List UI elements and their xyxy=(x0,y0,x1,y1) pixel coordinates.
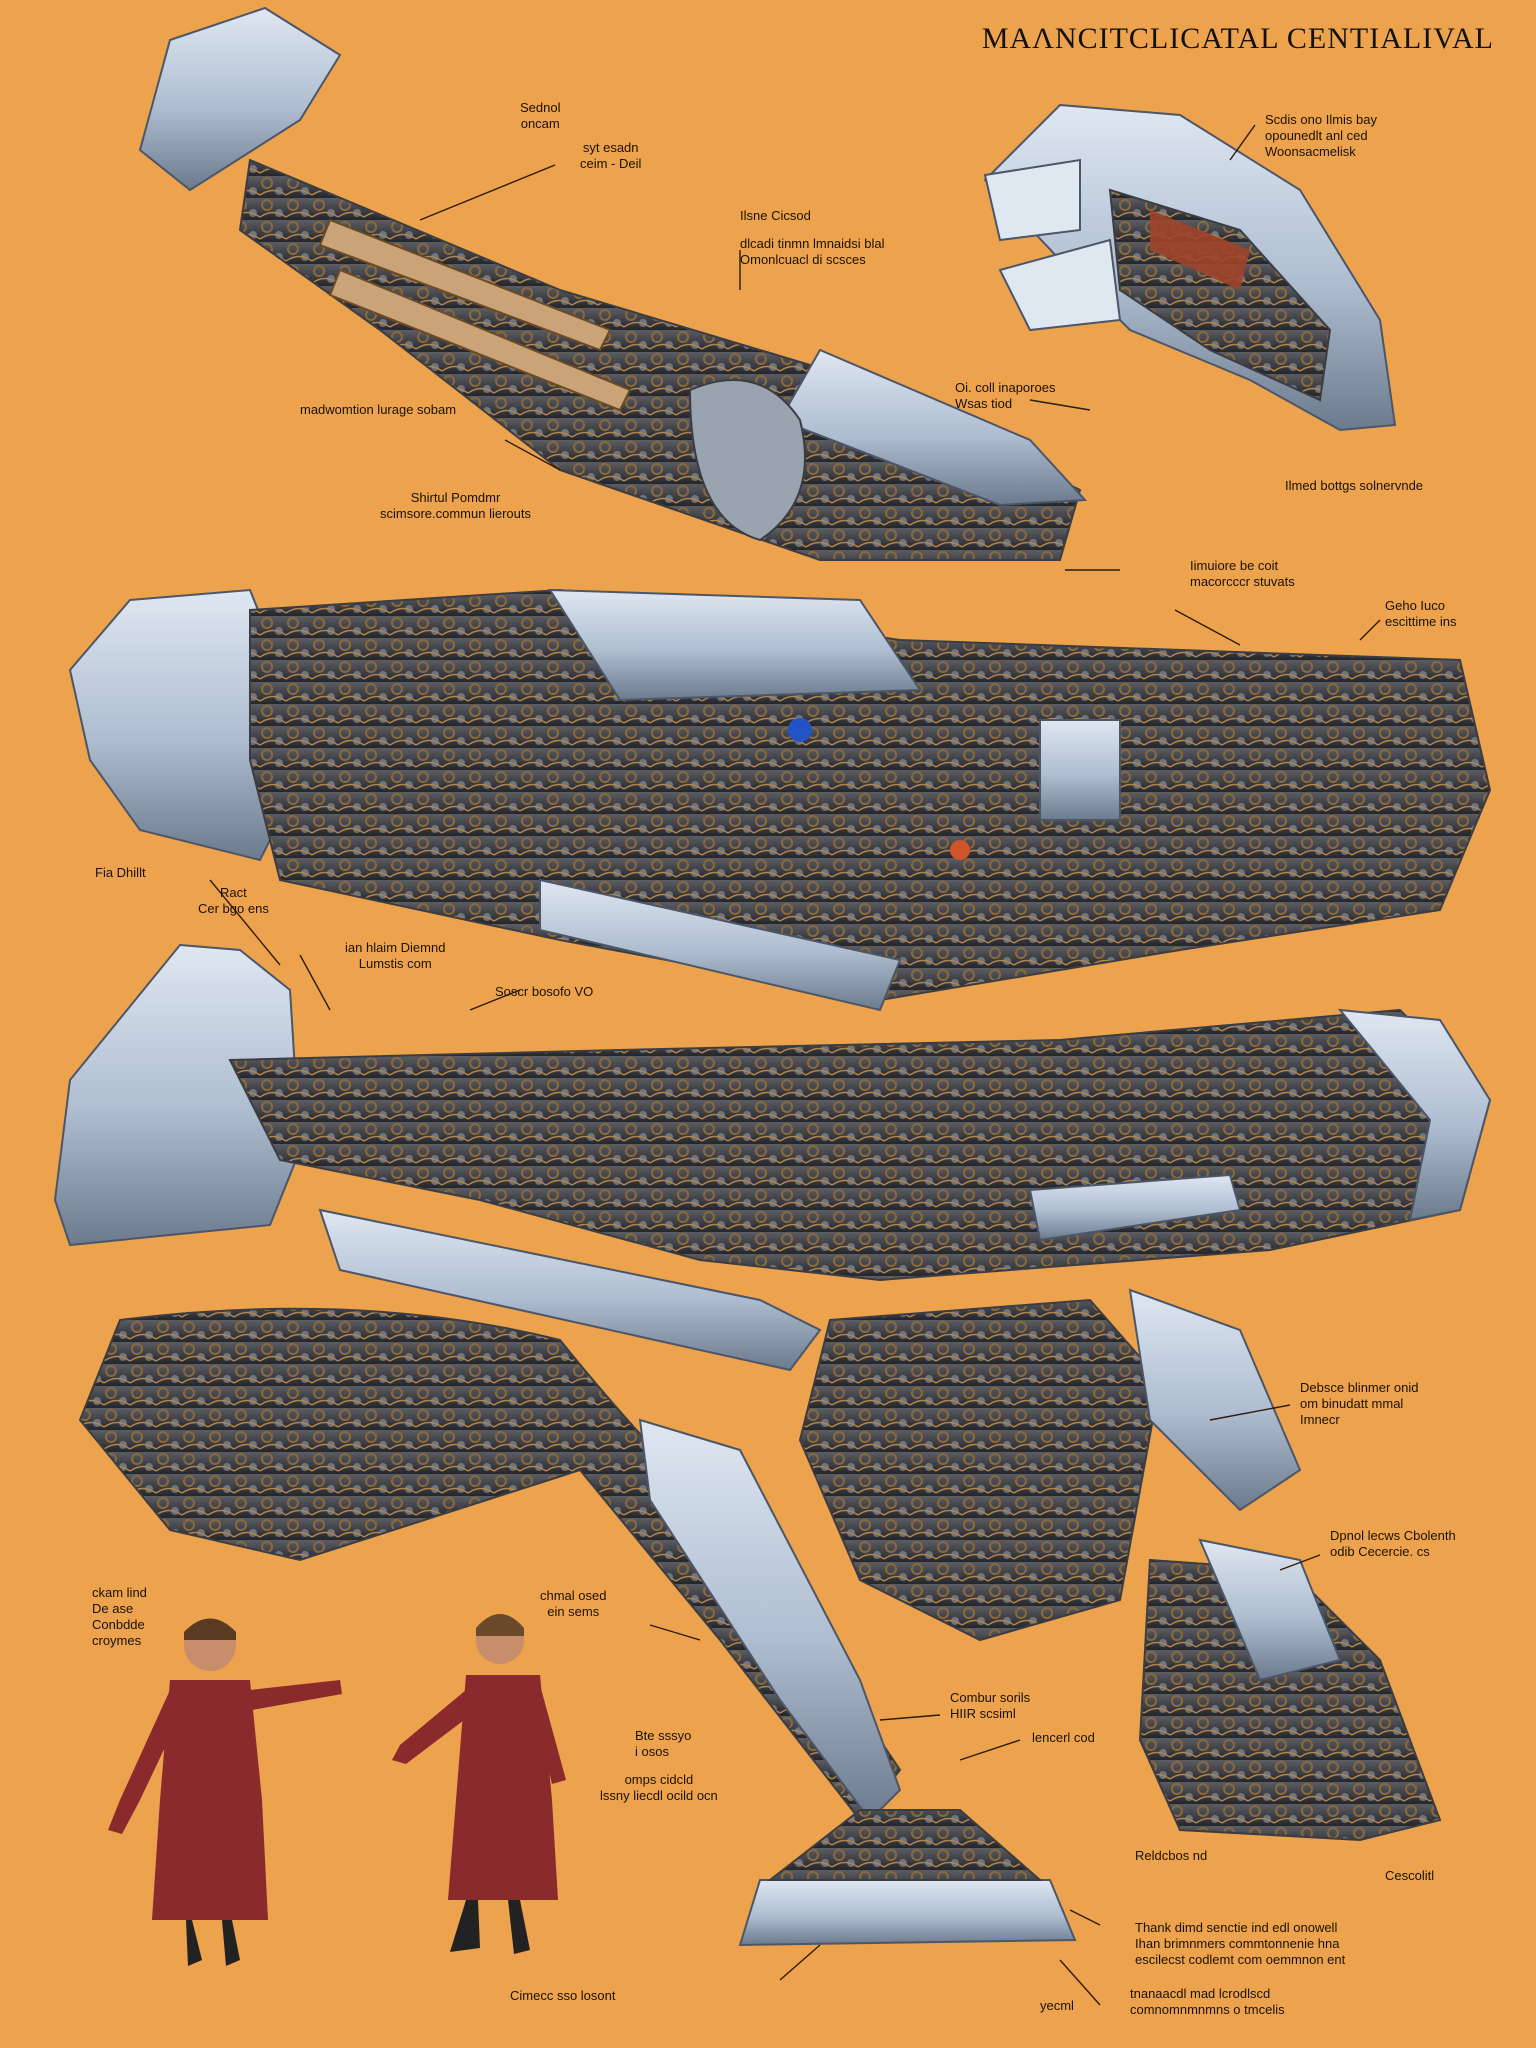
upper-arm-assembly xyxy=(138,6,1088,561)
callout-label: Geho Iuco escittime ins xyxy=(1385,598,1457,629)
callout-label: Soscr bosofo VO xyxy=(495,984,594,999)
human-figure-left xyxy=(108,1618,342,1966)
callout-label: ian hlaim Diemnd Lumstis com xyxy=(345,940,446,971)
callout-label: tnanaacdl mad lcrodlscd comnomnmnmns o t… xyxy=(1130,1986,1285,2017)
callout-label: yecml xyxy=(1040,1998,1074,2013)
callout-label: Scdis ono Ilmis bay opounedlt anl ced Wo… xyxy=(1265,112,1377,159)
callout-label: omps cidcld lssny liecdl ocild ocn xyxy=(600,1772,718,1803)
callout-label: Reldcbos nd xyxy=(1135,1848,1208,1863)
callout-label: Sednol oncam xyxy=(520,100,561,131)
callout-label: Shirtul Pomdmr scimsore.commun lierouts xyxy=(380,490,531,521)
poster-title: MAɅNCITCLICATAL CENTIALIVAL xyxy=(981,22,1494,55)
callout-label: Oi. coll inaporoes Wsas tiod xyxy=(955,380,1056,411)
callout-label: Thank dimd senctie ind edl onowell Ihan … xyxy=(1135,1920,1346,1967)
callout-label: Dpnol lecws Cbolenth odib Cecercie. cs xyxy=(1330,1528,1456,1559)
hip-joint-module xyxy=(798,1288,1442,1842)
lower-chassis-module xyxy=(53,943,1492,1372)
callout-label: madwomtion lurage sobam xyxy=(300,402,457,417)
helmet-module xyxy=(983,103,1397,432)
callout-label: Ilmed bottgs solnervnde xyxy=(1285,478,1424,493)
callout-label: Iimuiore be coit macorcccr stuvats xyxy=(1190,558,1295,589)
callout-label: ckam lind De ase Conbdde croymes xyxy=(92,1585,147,1648)
callout-leader-lines xyxy=(209,124,1381,2006)
torso-module xyxy=(68,588,1492,1012)
callout-label: Fia Dhillt xyxy=(95,865,146,880)
callout-label: Ilsne Cicsod xyxy=(740,208,811,223)
human-figure-right xyxy=(392,1614,566,1954)
callout-label: dlcadi tinmn lmnaidsi blal Omonlcuacl di… xyxy=(740,236,885,267)
callout-label: Cescolitl xyxy=(1385,1868,1435,1883)
callout-label: Debsce blinmer onid om binudatt mmal Imn… xyxy=(1300,1380,1419,1427)
callout-label: Cimecc sso losont xyxy=(510,1988,616,2003)
callout-label: Ract Cer bgo ens xyxy=(198,885,269,916)
callout-label: Combur sorils HIIR scsiml xyxy=(950,1690,1031,1721)
callout-label: chmal osed ein sems xyxy=(540,1588,607,1619)
callout-label: syt esadn ceim - Deil xyxy=(580,140,642,171)
callout-label: lencerl cod xyxy=(1032,1730,1095,1745)
callout-label: Bte sssyo i osos xyxy=(635,1728,692,1759)
leg-assembly xyxy=(78,1307,1077,1947)
